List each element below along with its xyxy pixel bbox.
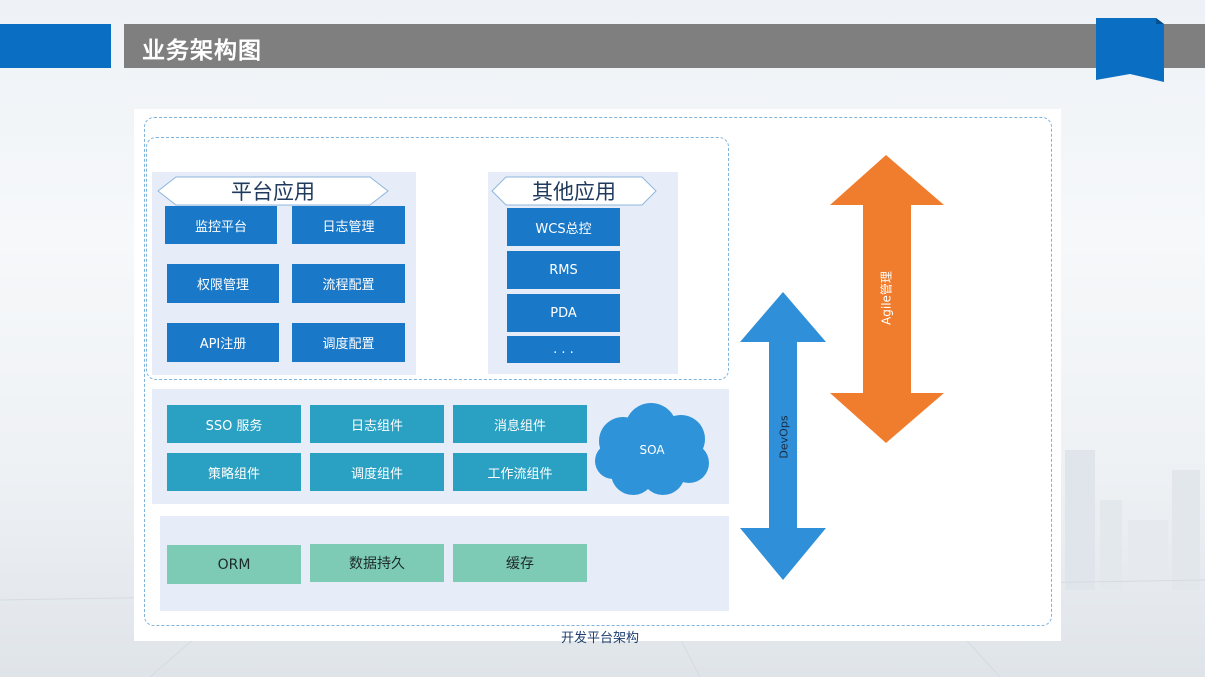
strategy-component-button[interactable]: 策略组件 [167, 453, 301, 491]
more-apps-button[interactable]: . . . [507, 336, 620, 363]
pda-button[interactable]: PDA [507, 294, 620, 332]
cache-button[interactable]: 缓存 [453, 544, 587, 582]
soa-label: SOA [639, 443, 665, 457]
page-title: 业务架构图 [142, 38, 262, 64]
log-management-button[interactable]: 日志管理 [292, 206, 405, 244]
rms-button[interactable]: RMS [507, 251, 620, 289]
orm-button[interactable]: ORM [167, 545, 301, 584]
title-bar [124, 24, 1205, 68]
agile-double-arrow-icon [830, 155, 944, 443]
schedule-component-button[interactable]: 调度组件 [310, 453, 444, 491]
agile-management-label: Agile管理 [879, 271, 894, 325]
message-component-button[interactable]: 消息组件 [453, 405, 587, 443]
log-component-button[interactable]: 日志组件 [310, 405, 444, 443]
diagram-caption: 开发平台架构 [560, 631, 639, 646]
monitor-platform-button[interactable]: 监控平台 [165, 206, 277, 244]
devops-double-arrow-icon [740, 292, 826, 580]
workflow-component-button[interactable]: 工作流组件 [453, 453, 587, 491]
data-persistence-button[interactable]: 数据持久 [310, 544, 444, 582]
other-apps-heading: 其他应用 [532, 180, 616, 204]
flow-config-button[interactable]: 流程配置 [292, 264, 405, 303]
header-accent-block [0, 24, 111, 68]
soa-cloud-icon [595, 403, 709, 495]
api-register-button[interactable]: API注册 [167, 323, 279, 362]
application-layer-boundary [146, 137, 729, 380]
sso-service-button[interactable]: SSO 服务 [167, 405, 301, 443]
arrows-layer [740, 155, 944, 580]
platform-apps-heading-frame [157, 176, 389, 206]
wcs-control-button[interactable]: WCS总控 [507, 208, 620, 246]
outer-boundary [144, 117, 1052, 626]
devops-label: DevOps [777, 415, 791, 459]
schedule-config-button[interactable]: 调度配置 [292, 323, 405, 362]
permission-management-button[interactable]: 权限管理 [167, 264, 279, 303]
platform-apps-heading: 平台应用 [231, 180, 315, 204]
other-apps-heading-frame [491, 176, 657, 206]
bookmark-icon [1096, 18, 1164, 82]
